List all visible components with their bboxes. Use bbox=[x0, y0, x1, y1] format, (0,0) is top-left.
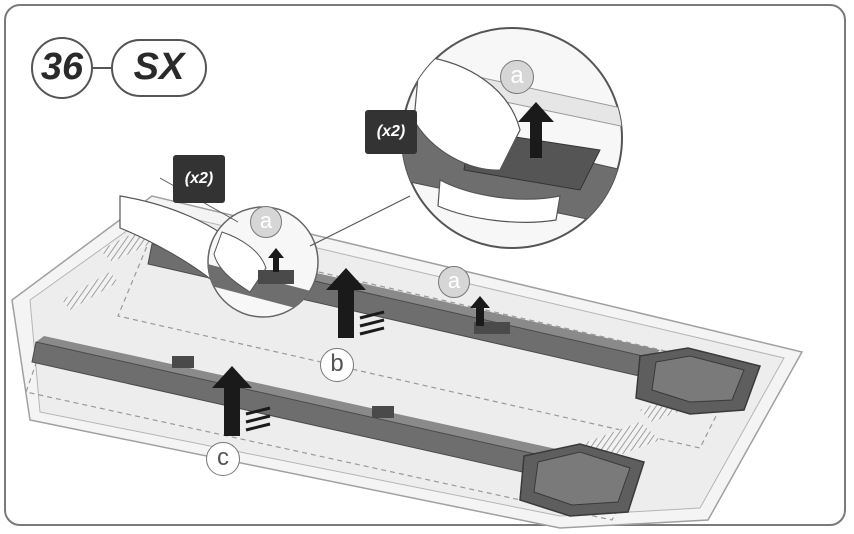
label-a-small: a bbox=[250, 206, 282, 238]
quantity-badge-mid: (x2) bbox=[173, 155, 225, 203]
label-a-zoom-text: a bbox=[510, 62, 523, 89]
quantity-badge-top: (x2) bbox=[365, 110, 417, 154]
label-a-small-text: a bbox=[260, 208, 272, 233]
quantity-badge-top-text: (x2) bbox=[365, 110, 417, 154]
step-number: 36 bbox=[32, 46, 92, 89]
label-b: b bbox=[320, 348, 354, 382]
quantity-badge-mid-text: (x2) bbox=[173, 155, 225, 203]
step-model: SX bbox=[114, 46, 204, 89]
label-a-bar-text: a bbox=[448, 268, 460, 293]
label-c: c bbox=[206, 442, 240, 476]
label-a-bar: a bbox=[438, 266, 470, 298]
label-c-text: c bbox=[217, 444, 229, 471]
zoom-connector bbox=[310, 196, 410, 246]
clip-front-1 bbox=[172, 356, 194, 368]
label-a-zoom: a bbox=[500, 60, 534, 94]
clip-front-2 bbox=[372, 406, 394, 418]
label-b-text: b bbox=[330, 350, 343, 377]
